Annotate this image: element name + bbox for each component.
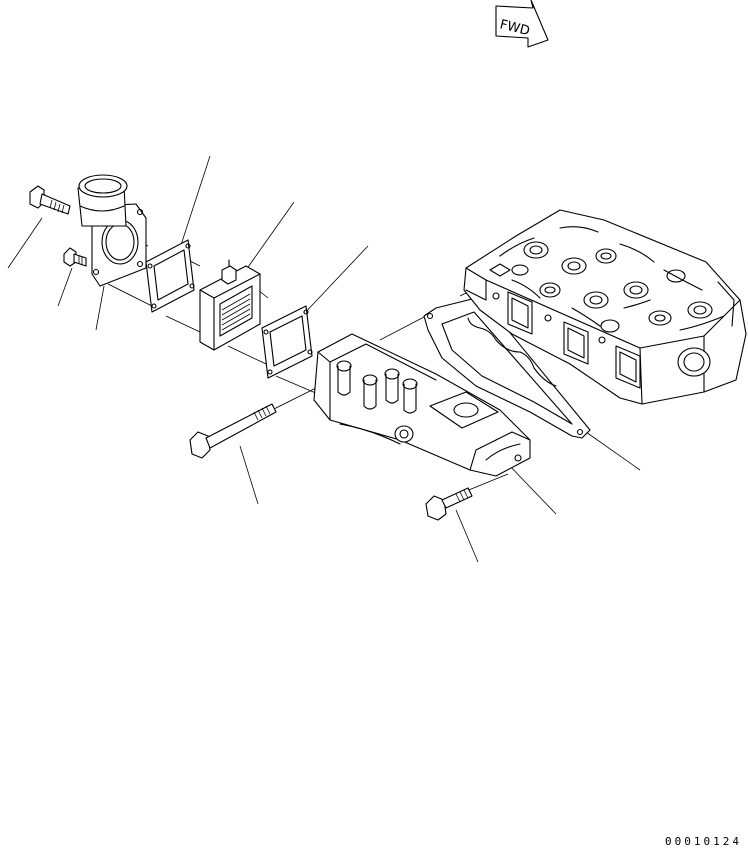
- manifold-gasket: [424, 298, 590, 438]
- leader-long-bolt: [8, 218, 42, 268]
- fwd-direction-arrow: FWD: [496, 0, 548, 47]
- gasket-2: [262, 306, 312, 378]
- leader-lines: [8, 156, 640, 562]
- intake-heater: [200, 260, 260, 350]
- leader-elbow: [96, 286, 104, 330]
- leader-manifold: [506, 462, 556, 514]
- outlet-elbow: [78, 175, 146, 286]
- exhaust-manifold: [314, 334, 530, 476]
- catalog-number: 00010124: [665, 835, 742, 848]
- flange-bolt: [426, 488, 472, 520]
- long-bolt: [30, 186, 70, 214]
- gasket-1: [146, 240, 194, 312]
- leader-gasket-1: [180, 156, 210, 248]
- leader-heater: [246, 202, 294, 270]
- leader-flange-bolt: [456, 510, 478, 562]
- short-bolt: [64, 248, 86, 266]
- leader-manifold-bolt: [240, 446, 258, 504]
- leader-short-bolt: [58, 268, 72, 306]
- cylinder-head: [464, 210, 746, 404]
- manifold-bolt: [190, 404, 276, 458]
- fwd-label: FWD: [498, 17, 531, 39]
- leader-head-gasket: [586, 432, 640, 470]
- leader-gasket-2: [300, 246, 368, 318]
